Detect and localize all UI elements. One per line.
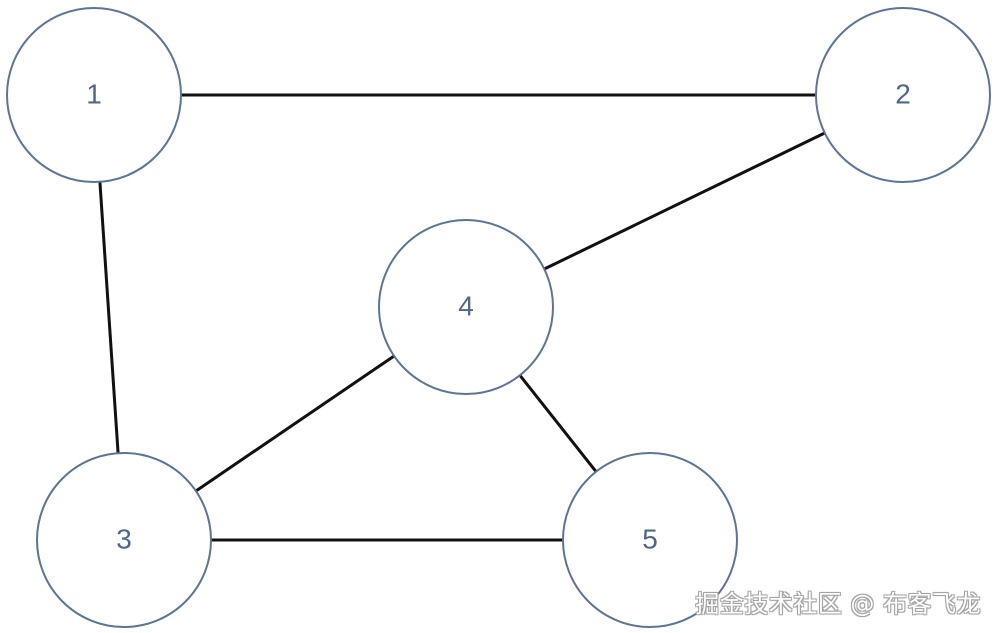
edge-4-5 — [518, 374, 598, 473]
edges — [98, 93, 826, 542]
node-3: 3 — [36, 452, 212, 628]
nodes: 1 2 3 4 5 — [6, 7, 991, 628]
node-4-label: 4 — [458, 290, 474, 321]
edge-1-3 — [98, 181, 120, 454]
node-2-label: 2 — [895, 78, 911, 109]
node-5-circle — [562, 452, 738, 628]
watermark-text: 掘金技术社区 @ 布客飞龙 — [695, 590, 981, 618]
node-2: 2 — [815, 7, 991, 183]
node-5: 5 — [562, 452, 738, 628]
node-4-circle — [378, 219, 554, 395]
edge-2-4 — [543, 131, 826, 271]
node-4: 4 — [378, 219, 554, 395]
node-1-label: 1 — [86, 78, 102, 109]
node-5-label: 5 — [642, 523, 658, 554]
node-1: 1 — [6, 7, 182, 183]
node-2-circle — [815, 7, 991, 183]
node-1-circle — [6, 7, 182, 183]
node-3-circle — [36, 452, 212, 628]
node-3-label: 3 — [116, 523, 132, 554]
edge-3-4 — [195, 354, 395, 493]
